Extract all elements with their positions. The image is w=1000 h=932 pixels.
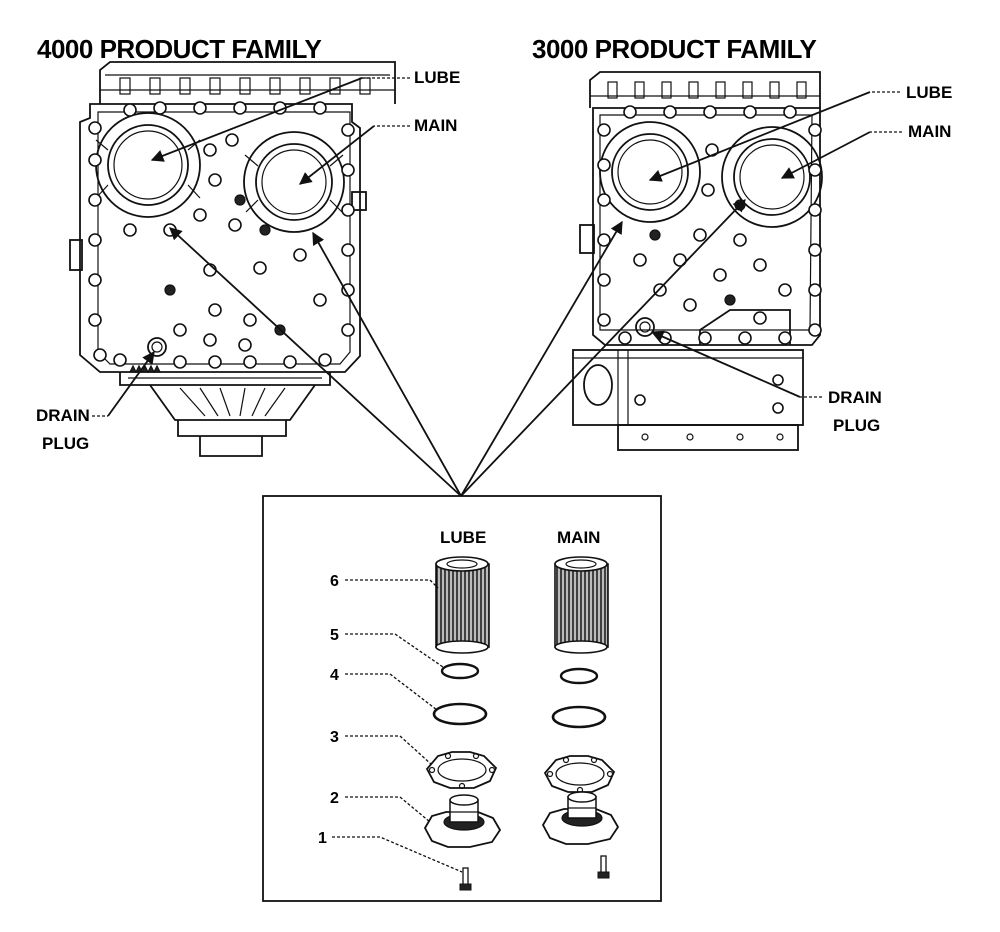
housing-bolts-4000 [88,101,355,369]
cover-bolt-main [597,855,610,879]
title-4000-family: 4000 PRODUCT FAMILY [37,34,321,64]
lower-housing-3000 [572,309,804,451]
callout-4: 4 [330,667,339,684]
label-main-4000: MAIN [414,116,457,135]
main-filter-port-3000 [721,126,823,228]
detail-col-lube: LUBE [440,528,486,547]
callout-5: 5 [330,627,339,644]
o-ring-small-main [559,667,599,685]
label-drain-3000-line1: DRAIN [828,388,882,407]
o-ring-large-lube [432,702,488,726]
callout-leaders [332,579,463,873]
gasket-main [543,755,616,794]
lube-filter-port-3000 [599,121,701,223]
label-drain-4000-line1: DRAIN [36,406,90,425]
lube-filter-port-4000 [95,112,201,218]
transmission-3000 [572,71,823,451]
detail-col-main: MAIN [557,528,600,547]
label-lube-3000: LUBE [906,83,952,102]
label-main-3000: MAIN [908,122,951,141]
bottom-pto-4000 [119,364,331,457]
drain-plug-4000 [147,337,167,357]
main-filter-port-4000 [243,131,345,233]
filter-element-lube [435,556,490,654]
title-3000-family: 3000 PRODUCT FAMILY [532,34,816,64]
transmission-4000 [69,61,396,457]
top-housing-3000 [589,71,821,108]
callout-3: 3 [330,729,339,746]
o-ring-small-lube [440,662,480,680]
cover-bolt-lube [459,867,472,891]
filter-cover-main [541,791,620,845]
o-ring-large-main [551,705,607,729]
lube-parts-column [423,556,502,891]
drain-plug-3000 [635,317,655,337]
label-drain-3000-line2: PLUG [833,416,880,435]
filter-detail-box: LUBE MAIN [262,495,662,902]
convergence-lines [169,199,746,497]
filter-element-main [554,556,609,654]
leader-lines-3000 [648,91,902,398]
label-drain-4000-line2: PLUG [42,434,89,453]
main-parts-column [541,556,620,879]
callout-6: 6 [330,573,339,590]
callout-1: 1 [318,830,327,847]
housing-bolts-3000 [597,105,822,345]
filter-cover-lube [423,794,502,848]
gasket-lube [425,751,498,790]
leader-lines-4000 [92,77,410,417]
callout-2: 2 [330,790,339,807]
label-lube-4000: LUBE [414,68,460,87]
top-housing-4000 [99,61,396,104]
